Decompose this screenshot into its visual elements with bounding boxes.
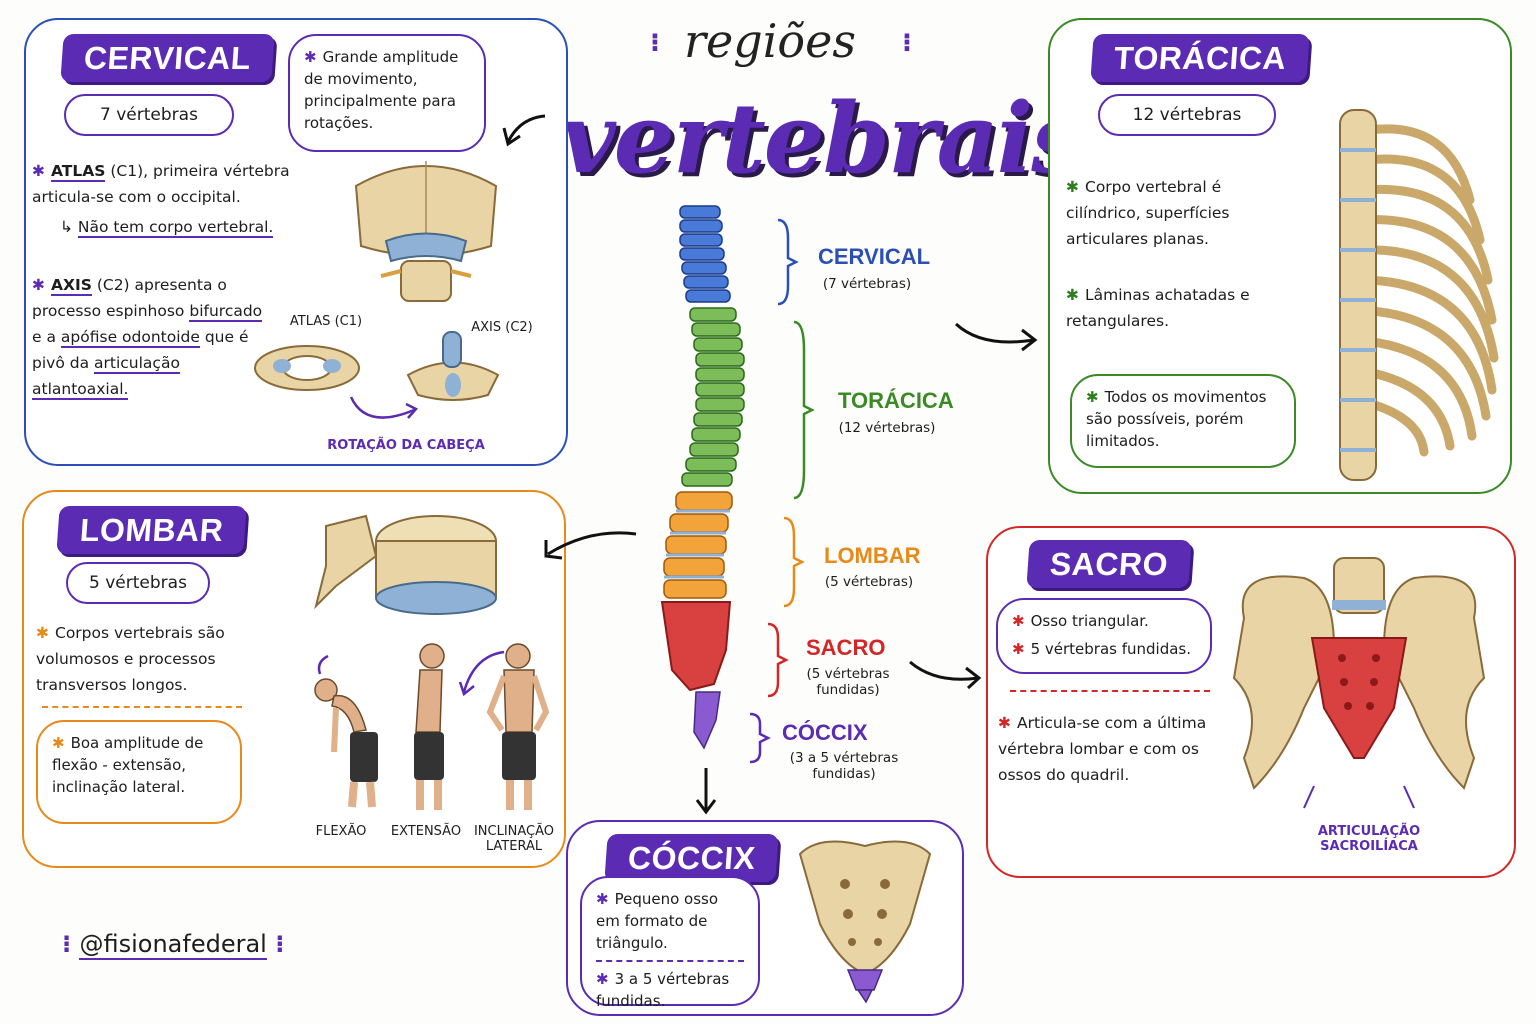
sacro-divider bbox=[1010, 690, 1210, 692]
spine-label-lombar: LOMBAR bbox=[824, 543, 921, 568]
coccix-bullets: ✱Pequeno osso em formato de triângulo. ✱… bbox=[580, 876, 760, 1010]
sacro-box: SACRO ✱Osso triangular. ✱5 vértebras fun… bbox=[986, 526, 1516, 878]
lombar-divider bbox=[42, 706, 242, 708]
toracica-note: ✱Todos os movimentos são possíveis, poré… bbox=[1070, 374, 1296, 468]
atlas-illustration bbox=[254, 345, 360, 391]
title-main: vertebrais bbox=[560, 82, 1085, 195]
cervical-count: 7 vértebras bbox=[64, 94, 234, 136]
arrow-cervical bbox=[502, 114, 546, 147]
title-deco-left: ⁝ bbox=[650, 28, 660, 58]
cap-atlas: ATLAS (C1) bbox=[289, 314, 363, 329]
cap-rotation: ROTAÇÃO DA CABEÇA bbox=[327, 438, 485, 453]
title-deco-right: ⁝ bbox=[902, 28, 912, 58]
axis-text: ✱AXIS (C2) apresenta o processo espinhos… bbox=[32, 276, 263, 400]
rotation-arrow bbox=[349, 396, 419, 419]
toracica-box: TORÁCICA 12 vértebras ✱Corpo vertebral é… bbox=[1048, 18, 1512, 494]
lateral-figure bbox=[458, 643, 550, 810]
toracica-p2: ✱Lâminas achatadas e retangulares. bbox=[1066, 286, 1250, 330]
cap-axis: AXIS (C2) bbox=[471, 320, 533, 335]
spine-label-coccix: CÓCCIX bbox=[782, 720, 868, 745]
ribcage-illustration bbox=[1339, 109, 1499, 481]
lumbar-vertebra-illustration bbox=[314, 514, 497, 615]
arrow-sacro bbox=[909, 660, 982, 690]
lombar-count: 5 vértebras bbox=[66, 562, 210, 604]
coccix-box: CÓCCIX ✱Pequeno osso em formato de triân… bbox=[566, 820, 964, 1016]
cap-extension: EXTENSÃO bbox=[390, 824, 462, 839]
occipital-illustration bbox=[354, 161, 498, 302]
toracica-header: TORÁCICA bbox=[1090, 34, 1310, 82]
spine-cervical bbox=[679, 205, 731, 303]
spine-sub-toracica: (12 vértebras) bbox=[838, 420, 936, 436]
spine-illustration bbox=[660, 205, 745, 750]
arrow-coccix bbox=[695, 768, 717, 815]
bracket-cervical bbox=[777, 218, 799, 306]
arrow-lombar bbox=[544, 531, 637, 560]
spine-sub-coccix: (3 a 5 vértebras fundidas) bbox=[789, 750, 899, 782]
atlas-sub: ↳ Não tem corpo vertebral. bbox=[60, 218, 274, 238]
sacro-header: SACRO bbox=[1026, 540, 1192, 588]
toracica-count: 12 vértebras bbox=[1098, 94, 1276, 136]
sacrum-coccyx-illustration bbox=[798, 840, 932, 1004]
spine-label-sacro: SACRO bbox=[806, 635, 886, 660]
spine-sacro bbox=[660, 601, 732, 692]
coccix-header: CÓCCIX bbox=[604, 834, 780, 882]
arrow-toracica bbox=[954, 322, 1038, 352]
axis-illustration bbox=[406, 331, 500, 401]
cap-inclination: INCLINAÇÃO LATERAL bbox=[473, 824, 555, 854]
atlas-text: ✱ATLAS (C1), primeira vértebra articula-… bbox=[32, 162, 290, 206]
cervical-box: CERVICAL 7 vértebras ✱Grande amplitude d… bbox=[24, 18, 568, 466]
lombar-header: LOMBAR bbox=[56, 506, 248, 554]
toracica-p1: ✱Corpo vertebral é cilíndrico, superfíci… bbox=[1066, 178, 1230, 248]
bracket-toracica bbox=[793, 320, 815, 500]
bracket-lombar bbox=[783, 516, 805, 608]
lombar-p1: ✱Corpos vertebrais são volumosos e proce… bbox=[36, 624, 225, 694]
spine-sub-lombar: (5 vértebras) bbox=[824, 574, 914, 590]
spine-toracica bbox=[681, 307, 745, 487]
sacro-p1: ✱Articula-se com a última vértebra lomba… bbox=[998, 714, 1207, 784]
spine-label-cervical: CERVICAL bbox=[818, 244, 931, 269]
spine-coccix bbox=[693, 691, 721, 750]
spine-sub-sacro: (5 vértebras fundidas) bbox=[806, 666, 890, 698]
cervical-header: CERVICAL bbox=[60, 34, 275, 82]
spine-lombar bbox=[663, 491, 733, 599]
cervical-note: ✱Grande amplitude de movimento, principa… bbox=[288, 34, 486, 152]
bracket-sacro bbox=[767, 622, 789, 698]
pelvis-illustration bbox=[1232, 557, 1486, 809]
cap-flexion: FLEXÃO bbox=[315, 824, 367, 839]
title-top: regiões bbox=[684, 14, 856, 68]
flexion-figure bbox=[314, 654, 378, 808]
spine-sub-cervical: (7 vértebras) bbox=[822, 276, 912, 292]
cap-sacroiliac: ARTICULAÇÃO SACROILÍACA bbox=[1317, 824, 1421, 854]
sacro-bullets: ✱Osso triangular. ✱5 vértebras fundidas. bbox=[996, 598, 1212, 674]
spine-label-toracica: TORÁCICA bbox=[838, 388, 954, 413]
handle[interactable]: ⁝ @fisionafederal ⁝ bbox=[62, 930, 285, 960]
extension-figure bbox=[414, 643, 445, 810]
lombar-box: LOMBAR 5 vértebras ✱Corpos vertebrais sã… bbox=[22, 490, 566, 868]
bracket-coccix bbox=[749, 712, 771, 764]
lombar-note: ✱Boa amplitude de flexão - extensão, inc… bbox=[36, 720, 242, 824]
